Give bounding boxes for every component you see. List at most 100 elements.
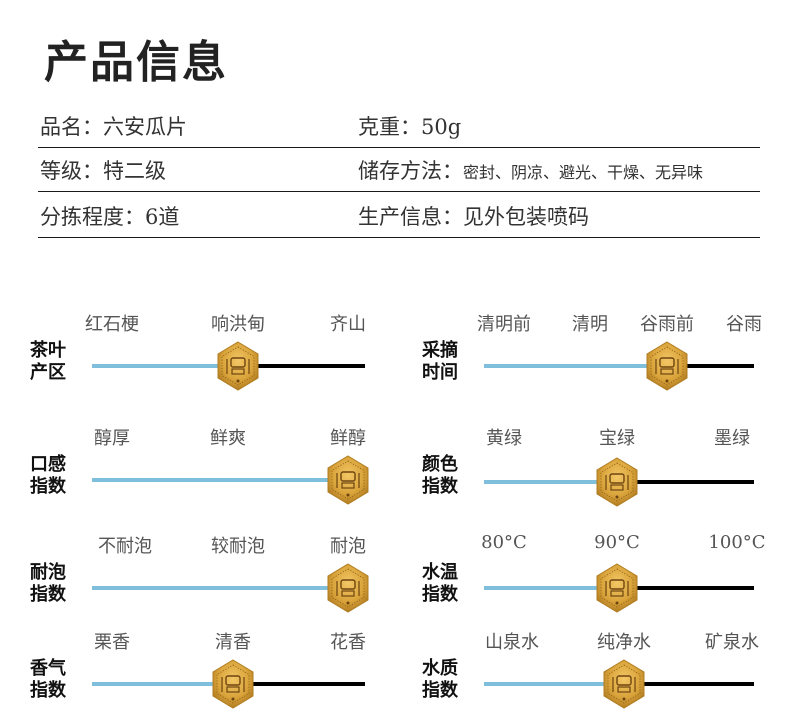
- option-label[interactable]: 响洪甸: [211, 314, 265, 335]
- option-label[interactable]: 鲜爽: [210, 428, 246, 449]
- slider-steeping: 耐泡指数不耐泡较耐泡耐泡: [30, 532, 400, 632]
- option-label[interactable]: 较耐泡: [211, 536, 265, 557]
- slider-thumb[interactable]: [326, 563, 370, 613]
- option-label[interactable]: 不耐泡: [98, 536, 152, 557]
- gold-badge-icon: [327, 563, 369, 613]
- slider-label: 水温指数: [422, 562, 472, 606]
- slider-thumb[interactable]: [645, 341, 689, 391]
- slider-track-filled[interactable]: [92, 364, 238, 368]
- option-label[interactable]: 宝绿: [599, 428, 635, 449]
- gold-badge-icon: [212, 659, 254, 709]
- option-label[interactable]: 谷雨前: [640, 314, 694, 335]
- slider-label-line1: 茶叶: [30, 340, 66, 361]
- slider-track-filled[interactable]: [484, 480, 617, 484]
- option-label[interactable]: 耐泡: [330, 536, 366, 557]
- production-info-cell: 生产信息：见外包装喷码: [358, 201, 589, 231]
- slider-thumb[interactable]: [216, 341, 260, 391]
- option-label[interactable]: 鲜醇: [330, 428, 366, 449]
- slider-label: 香气指数: [30, 658, 80, 702]
- slider-label-line1: 采摘: [422, 340, 458, 361]
- slider-aroma: 香气指数栗香清香花香: [30, 628, 400, 727]
- slider-color: 颜色指数黄绿宝绿墨绿: [422, 424, 790, 524]
- slider-track-filled[interactable]: [92, 586, 348, 590]
- product-info-table: 品名：六安瓜片 克重：50g 等级：特二级 储存方法：密封、阴凉、避光、干燥、无…: [38, 112, 760, 238]
- storage-label: 储存方法：: [358, 159, 463, 183]
- option-label[interactable]: 100°C: [708, 532, 766, 553]
- product-name-value: 六安瓜片: [103, 115, 187, 139]
- weight-label: 克重：: [358, 115, 421, 139]
- slider-label-line1: 耐泡: [30, 562, 66, 583]
- gold-badge-icon: [596, 457, 638, 507]
- page-title: 产品信息: [44, 37, 228, 88]
- slider-track-filled[interactable]: [484, 586, 617, 590]
- slider-label-line2: 产区: [30, 362, 66, 383]
- storage-value: 密封、阴凉、避光、干燥、无异味: [463, 163, 704, 182]
- slider-label-line2: 指数: [30, 680, 66, 701]
- slider-track-filled[interactable]: [484, 364, 667, 368]
- slider-track-rest[interactable]: [617, 586, 754, 590]
- option-label[interactable]: 山泉水: [485, 632, 539, 653]
- slider-track-rest[interactable]: [624, 682, 754, 686]
- product-name-label: 品名：: [40, 115, 103, 139]
- option-label[interactable]: 红石梗: [85, 314, 139, 335]
- slider-label-line2: 指数: [422, 584, 458, 605]
- slider-origin: 茶叶产区红石梗响洪甸齐山: [30, 310, 400, 410]
- option-label[interactable]: 清明: [572, 314, 608, 335]
- option-label[interactable]: 80°C: [481, 532, 527, 553]
- option-label[interactable]: 90°C: [594, 532, 640, 553]
- option-label[interactable]: 齐山: [330, 314, 366, 335]
- slider-taste: 口感指数醇厚 鲜爽 鲜醇: [30, 424, 400, 524]
- product-name-cell: 品名：六安瓜片: [40, 111, 187, 141]
- storage-cell: 储存方法：密封、阴凉、避光、干燥、无异味: [358, 155, 703, 185]
- slider-label: 茶叶产区: [30, 340, 80, 384]
- option-label[interactable]: 墨绿: [714, 428, 750, 449]
- slider-water-temp: 水温指数 80°C 90°C 100°C: [422, 532, 790, 632]
- info-row: 品名：六安瓜片 克重：50g: [38, 112, 760, 148]
- slider-label-line2: 指数: [30, 584, 66, 605]
- info-row: 分拣程度：6道 生产信息：见外包装喷码: [38, 192, 760, 238]
- sorting-value: 6道: [145, 205, 180, 229]
- slider-thumb[interactable]: [211, 659, 255, 709]
- slider-track-rest[interactable]: [667, 364, 754, 368]
- option-label[interactable]: 黄绿: [486, 428, 522, 449]
- slider-label-line1: 口感: [30, 454, 66, 475]
- slider-thumb[interactable]: [326, 455, 370, 505]
- slider-track-filled[interactable]: [92, 478, 348, 482]
- slider-label-line1: 香气: [30, 658, 66, 679]
- slider-water-quality: 水质指数山泉水 纯净水 矿泉水: [422, 628, 790, 727]
- slider-label-line1: 颜色: [422, 454, 458, 475]
- option-label[interactable]: 纯净水: [597, 632, 651, 653]
- slider-track-filled[interactable]: [484, 682, 624, 686]
- option-label[interactable]: 清明前: [477, 314, 531, 335]
- slider-label: 采摘时间: [422, 340, 472, 384]
- slider-thumb[interactable]: [595, 457, 639, 507]
- slider-label-line2: 指数: [422, 476, 458, 497]
- option-label[interactable]: 花香: [330, 632, 366, 653]
- gold-badge-icon: [596, 563, 638, 613]
- option-label[interactable]: 栗香: [94, 632, 130, 653]
- option-label[interactable]: 矿泉水: [705, 632, 759, 653]
- option-label[interactable]: 谷雨: [726, 314, 762, 335]
- slider-label: 口感指数: [30, 454, 80, 498]
- weight-cell: 克重：50g: [358, 111, 461, 141]
- slider-track-rest[interactable]: [617, 480, 754, 484]
- slider-label: 水质指数: [422, 658, 472, 702]
- slider-thumb[interactable]: [602, 659, 646, 709]
- gold-badge-icon: [603, 659, 645, 709]
- production-info-label: 生产信息：: [358, 205, 463, 229]
- gold-badge-icon: [217, 341, 259, 391]
- grade-cell: 等级：特二级: [40, 155, 166, 185]
- slider-thumb[interactable]: [595, 563, 639, 613]
- slider-track-filled[interactable]: [92, 682, 233, 686]
- grade-label: 等级：: [40, 159, 103, 183]
- production-info-value: 见外包装喷码: [463, 205, 589, 229]
- grade-value: 特二级: [103, 159, 166, 183]
- option-label[interactable]: 清香: [215, 632, 251, 653]
- slider-label: 耐泡指数: [30, 562, 80, 606]
- slider-track-rest[interactable]: [233, 682, 365, 686]
- slider-label: 颜色指数: [422, 454, 472, 498]
- option-label[interactable]: 醇厚: [94, 428, 130, 449]
- slider-track-rest[interactable]: [238, 364, 365, 368]
- slider-label-line1: 水温: [422, 562, 458, 583]
- sorting-label: 分拣程度：: [40, 205, 145, 229]
